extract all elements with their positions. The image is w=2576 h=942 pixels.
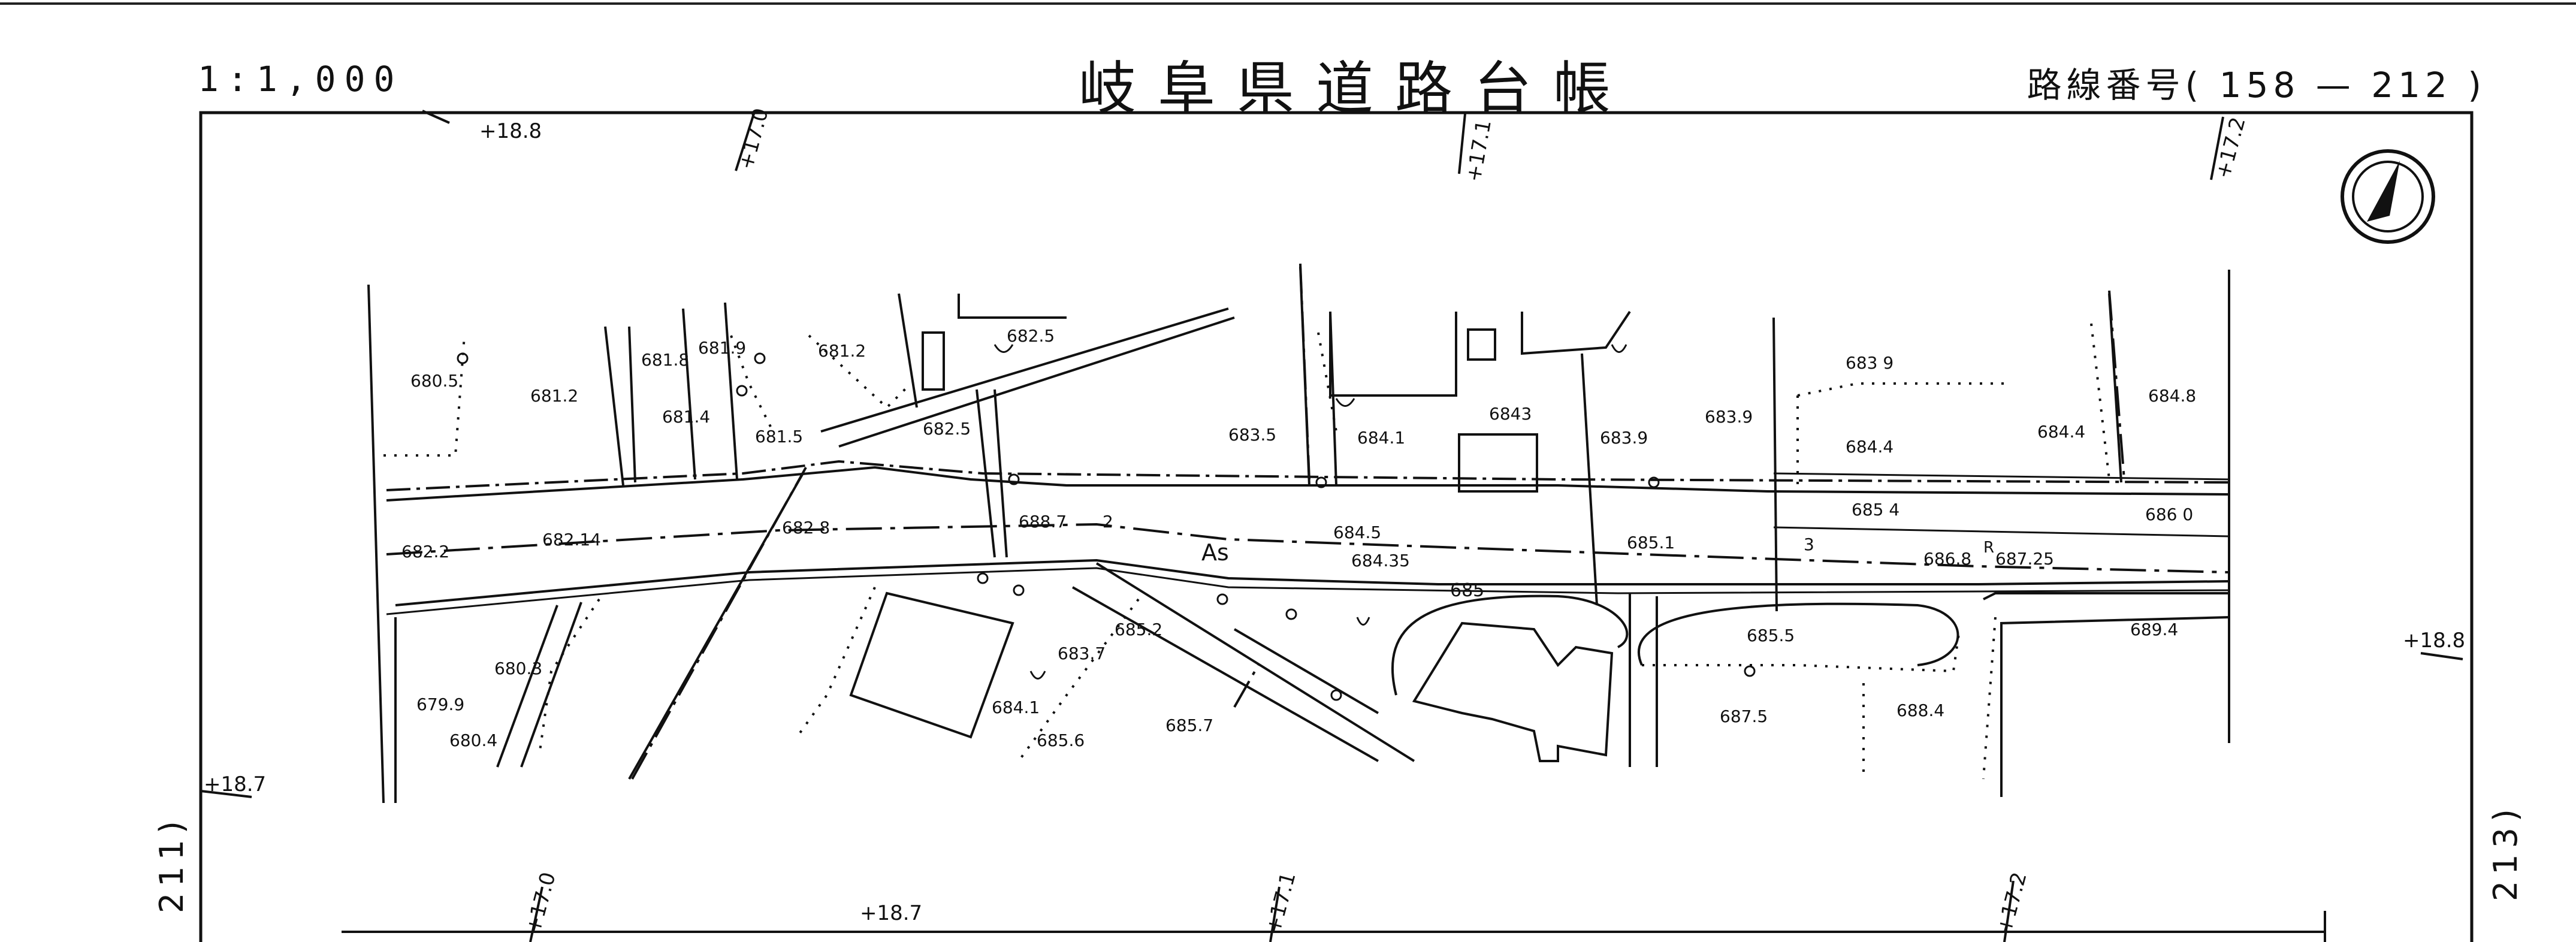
elevation-label: 681.9 <box>698 338 746 358</box>
station-label: +17.0 <box>734 105 774 172</box>
elevation-label: 682.2 <box>401 542 449 561</box>
scale-label: 1:1,000 <box>198 59 403 99</box>
north-arrow-icon <box>2341 149 2435 244</box>
elevation-label: 688.4 <box>1896 701 1944 720</box>
elevation-label: 685 4 <box>1852 500 1899 520</box>
elevation-label: 682.14 <box>542 530 601 550</box>
elevation-label: 685.1 <box>1627 533 1675 552</box>
elevation-label: 681.2 <box>530 386 578 406</box>
lane-label: 2 <box>1103 512 1113 532</box>
elevation-label: 681.5 <box>755 427 803 446</box>
station-label: +18.8 <box>2403 629 2465 653</box>
map-frame <box>199 111 2474 942</box>
elevation-label: 689.4 <box>2130 620 2178 639</box>
elevation-label: 682.5 <box>923 419 971 439</box>
elevation-label: 681.2 <box>818 341 866 361</box>
station-label: +17.0 <box>521 869 561 936</box>
elevation-label: 684.1 <box>1357 428 1405 448</box>
station-label: +18.7 <box>860 901 922 925</box>
station-label: +17.1 <box>1461 118 1496 184</box>
elevation-label: 683 9 <box>1846 353 1894 373</box>
elevation-label: 684.5 <box>1333 523 1381 542</box>
route-number: 路線番号( 158 — 212 ) <box>2027 65 2486 105</box>
elevation-label: 684.1 <box>992 698 1040 717</box>
contour-label: 685 <box>1450 580 1484 601</box>
elevation-label: 684.8 <box>2148 386 2196 406</box>
elevation-label: 683.9 <box>1600 428 1648 448</box>
elevation-label: 680.5 <box>410 371 458 391</box>
elevation-label: 680.4 <box>449 730 497 750</box>
elevation-label: 683.9 <box>1705 407 1753 427</box>
elevation-label: 680.3 <box>494 659 542 678</box>
elevation-label: 681.8 <box>641 350 689 370</box>
elevation-label: 684.4 <box>1846 437 1894 457</box>
r-label: R <box>1983 539 1994 557</box>
elevation-label: 687.5 <box>1720 707 1768 726</box>
station-label: +17.1 <box>1261 869 1301 936</box>
station-label: +18.8 <box>479 119 542 143</box>
surface-label: As <box>1201 539 1229 566</box>
elevation-label: 687.25 <box>1995 549 2054 569</box>
elevation-label: 685.2 <box>1115 620 1162 639</box>
elevation-label: 686.8 <box>1923 549 1971 569</box>
elevation-label: 686 0 <box>2145 505 2193 524</box>
elevation-label: 683.5 <box>1228 425 1276 445</box>
page-title: 岐阜県道路台帳 <box>1079 55 1632 122</box>
map-header: 1:1,000 岐阜県道路台帳 路線番号( 158 — 212 ) <box>0 0 2576 122</box>
elevation-label: 684.4 <box>2037 422 2085 442</box>
elevation-label: 685.6 <box>1037 730 1085 750</box>
elevation-label: 682.5 <box>1007 326 1055 346</box>
elevation-label: 679.9 <box>416 695 464 714</box>
elevation-label: 685.5 <box>1747 626 1795 645</box>
elevation-label: 684.35 <box>1351 551 1410 570</box>
elevation-label: 6843 <box>1489 404 1532 424</box>
elevation-label: 681.4 <box>662 407 710 427</box>
station-label: +17.2 <box>1992 869 2032 936</box>
elevation-label: 682 8 <box>782 518 830 538</box>
elevation-label: 685.7 <box>1165 715 1213 735</box>
elevation-label: 688.7 <box>1019 512 1067 532</box>
elevation-label: 683.7 <box>1058 644 1106 663</box>
lane-label: 3 <box>1804 535 1814 554</box>
station-label: +18.7 <box>204 772 266 796</box>
